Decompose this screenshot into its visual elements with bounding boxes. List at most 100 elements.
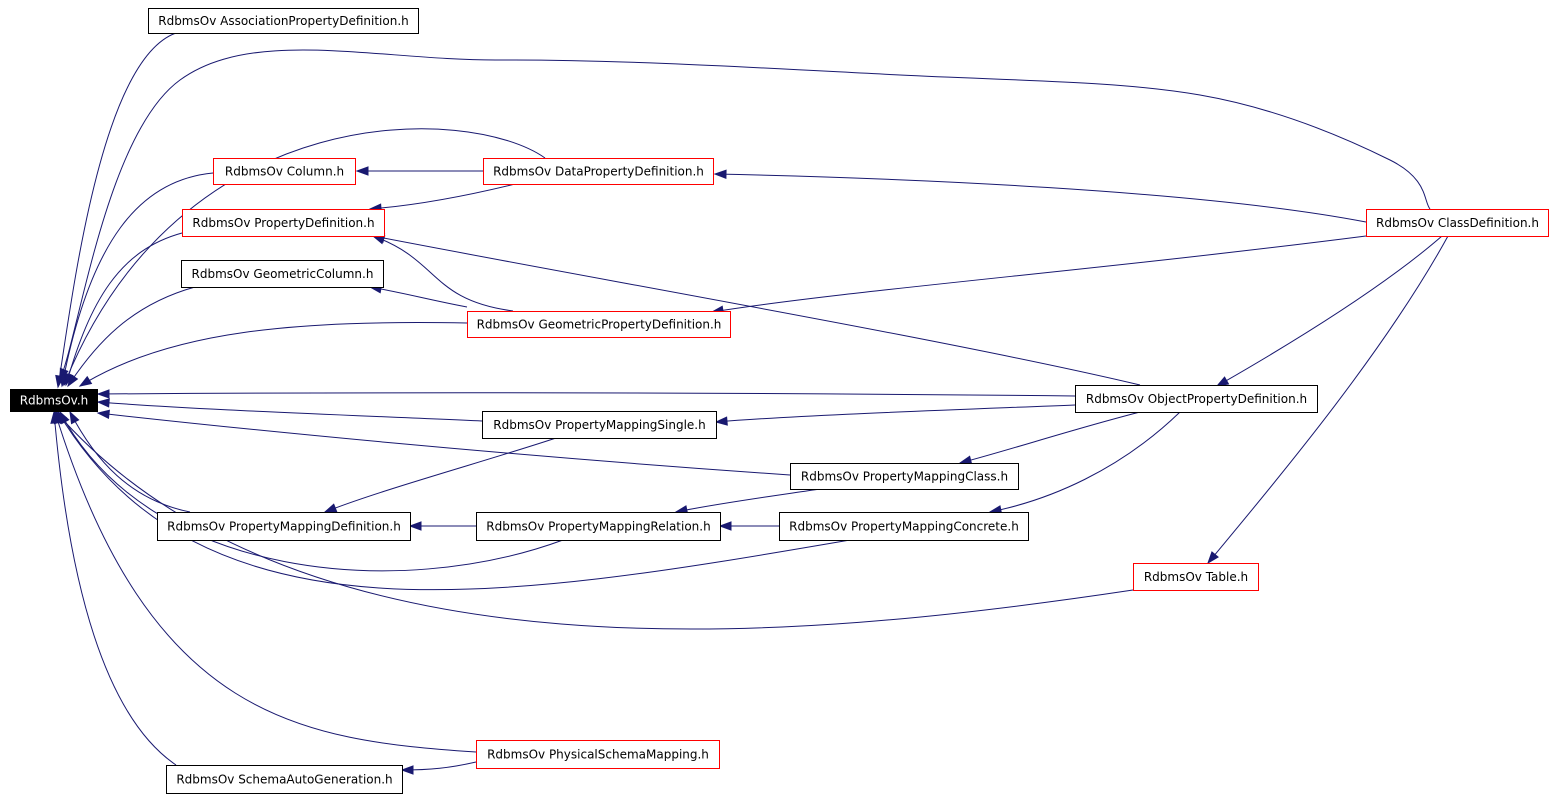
edge-line <box>369 183 516 210</box>
arrowhead-icon <box>78 375 93 387</box>
edge-line <box>675 488 821 513</box>
node-assoc[interactable]: RdbmsOv AssociationPropertyDefinition.h <box>148 8 419 34</box>
node-box[interactable] <box>148 8 419 34</box>
node-physmap[interactable]: RdbmsOv PhysicalSchemaMapping.h <box>476 740 720 769</box>
node-box[interactable] <box>157 512 411 541</box>
edge-line <box>1216 235 1443 387</box>
node-dataprop[interactable]: RdbmsOv DataPropertyDefinition.h <box>483 158 714 185</box>
node-propdef[interactable]: RdbmsOv PropertyDefinition.h <box>182 209 385 237</box>
edge-line <box>711 235 1367 313</box>
edge-line <box>372 235 514 312</box>
node-label: RdbmsOv Table.h <box>1144 570 1248 584</box>
node-label: RdbmsOv ClassDefinition.h <box>1376 216 1539 230</box>
edge-line <box>97 412 791 476</box>
dependency-edge <box>53 410 477 753</box>
edge-line <box>54 411 477 753</box>
arrowhead-icon <box>355 166 369 176</box>
node-classdef[interactable]: RdbmsOv ClassDefinition.h <box>1366 209 1549 237</box>
edge-line <box>57 32 177 388</box>
node-root[interactable]: RdbmsOv.h <box>10 389 98 412</box>
node-label: RdbmsOv PropertyMappingSingle.h <box>493 418 705 432</box>
edge-line <box>372 235 1141 386</box>
edge-line <box>57 411 851 591</box>
node-box[interactable] <box>476 512 721 541</box>
dependency-edge <box>64 232 183 387</box>
arrowhead-icon <box>1215 376 1230 387</box>
node-label: RdbmsOv PropertyMappingClass.h <box>801 470 1008 484</box>
nodes-layer: RdbmsOv.h RdbmsOv AssociationPropertyDefi… <box>10 8 1549 794</box>
dependency-edge <box>57 410 851 591</box>
edge-line <box>324 437 557 513</box>
node-box[interactable] <box>779 512 1029 541</box>
dependency-edge <box>718 521 779 531</box>
node-label: RdbmsOv GeometricColumn.h <box>192 267 374 281</box>
node-geoprop[interactable]: RdbmsOv GeometricPropertyDefinition.h <box>467 311 731 338</box>
dependency-edge <box>371 235 514 312</box>
edge-line <box>61 172 214 387</box>
dependency-edge <box>96 398 483 422</box>
arrowhead-icon <box>69 410 80 425</box>
node-pmconc[interactable]: RdbmsOv PropertyMappingConcrete.h <box>779 512 1029 541</box>
node-label: RdbmsOv ObjectPropertyDefinition.h <box>1086 392 1307 406</box>
edge-line <box>59 411 564 572</box>
node-pmrel[interactable]: RdbmsOv PropertyMappingRelation.h <box>476 512 721 541</box>
dependency-edge <box>371 233 1141 386</box>
dependency-edge <box>50 410 177 766</box>
node-box[interactable] <box>181 260 384 288</box>
dependency-edge <box>368 284 468 308</box>
arrowhead-icon <box>50 410 60 424</box>
arrowhead-icon <box>408 521 422 531</box>
node-objprop[interactable]: RdbmsOv ObjectPropertyDefinition.h <box>1075 385 1318 413</box>
node-box[interactable] <box>182 209 385 237</box>
node-geocol[interactable]: RdbmsOv GeometricColumn.h <box>181 260 384 288</box>
node-box[interactable] <box>166 765 403 794</box>
node-box[interactable] <box>213 158 356 185</box>
node-column[interactable]: RdbmsOv Column.h <box>213 158 356 185</box>
node-table[interactable]: RdbmsOv Table.h <box>1133 563 1259 591</box>
edge-line <box>69 411 191 513</box>
edge-line <box>959 411 1141 464</box>
node-label: RdbmsOv SchemaAutoGeneration.h <box>176 773 392 787</box>
dependency-edge <box>710 235 1367 315</box>
dependency-edge <box>1207 235 1449 565</box>
node-box[interactable] <box>476 740 720 769</box>
arrowhead-icon <box>400 765 414 775</box>
node-label: RdbmsOv PropertyMappingRelation.h <box>486 520 710 534</box>
node-box[interactable] <box>483 158 714 185</box>
node-pmsingle[interactable]: RdbmsOv PropertyMappingSingle.h <box>482 411 717 439</box>
edge-line <box>67 286 196 387</box>
node-pmclass[interactable]: RdbmsOv PropertyMappingClass.h <box>790 463 1019 490</box>
dependency-edge <box>96 389 1076 399</box>
dependency-edge <box>69 410 191 513</box>
node-box[interactable] <box>1075 385 1318 413</box>
arrowhead-icon <box>96 398 110 408</box>
arrowhead-icon <box>67 373 79 388</box>
edge-line <box>714 173 1367 223</box>
node-box[interactable] <box>1133 563 1259 591</box>
node-label: RdbmsOv DataPropertyDefinition.h <box>493 165 704 179</box>
edge-line <box>1207 235 1449 564</box>
dependency-edge <box>958 411 1141 465</box>
dependency-edge <box>400 761 477 775</box>
node-box[interactable] <box>790 463 1019 490</box>
edge-line <box>97 401 483 422</box>
dependency-edge <box>1215 235 1443 387</box>
edge-line <box>715 404 1076 423</box>
node-box[interactable] <box>10 389 98 412</box>
node-label: RdbmsOv PropertyDefinition.h <box>192 216 374 230</box>
edge-line <box>989 411 1181 513</box>
node-autogen[interactable]: RdbmsOv SchemaAutoGeneration.h <box>166 765 403 794</box>
node-box[interactable] <box>482 411 717 439</box>
node-box[interactable] <box>467 311 731 338</box>
edge-line <box>97 392 1076 397</box>
arrowhead-icon <box>713 169 727 179</box>
dependency-edge <box>713 169 1367 223</box>
arrowhead-icon <box>714 416 728 426</box>
node-pmdef[interactable]: RdbmsOv PropertyMappingDefinition.h <box>157 512 411 541</box>
arrowhead-icon <box>958 455 973 465</box>
dependency-edge <box>408 521 476 531</box>
dependency-edge <box>714 404 1076 426</box>
node-box[interactable] <box>1366 209 1549 237</box>
node-label: RdbmsOv PropertyMappingConcrete.h <box>789 520 1019 534</box>
